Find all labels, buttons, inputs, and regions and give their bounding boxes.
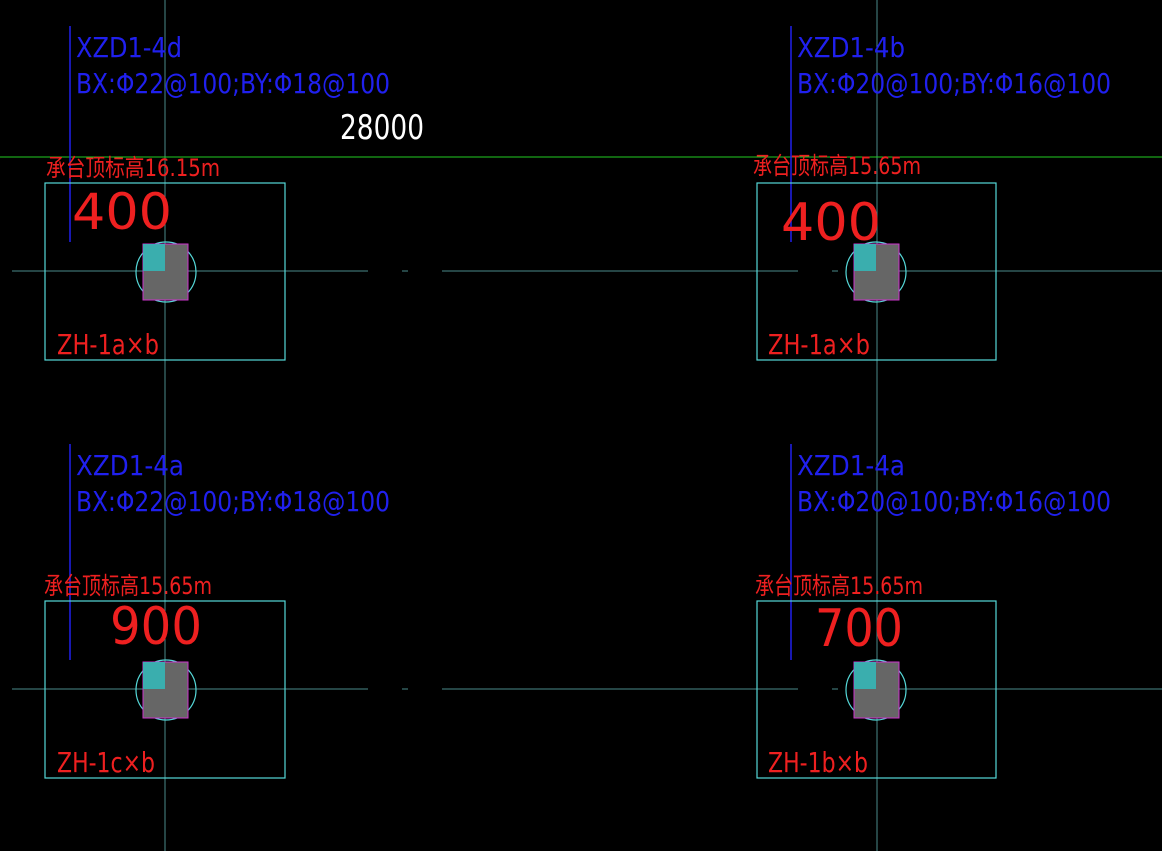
beam-tag: XZD1-4a (797, 449, 905, 482)
pile-tag: ZH-1b×b (768, 746, 868, 779)
cap-elevation-label: 承台顶标高15.65m (755, 572, 923, 600)
pile-circle[interactable] (135, 241, 197, 303)
dimension-label: 400 (781, 193, 881, 253)
pile-tag: ZH-1a×b (57, 328, 159, 361)
foundation-top-right[interactable]: XZD1-4b BX:Φ20@100;BY:Φ16@100 承台顶标高15.65… (753, 31, 1111, 361)
pile-circle[interactable] (845, 659, 907, 721)
foundation-top-left[interactable]: XZD1-4d BX:Φ22@100;BY:Φ18@100 承台顶标高16.15… (44, 31, 390, 361)
reinforcement-label: BX:Φ20@100;BY:Φ16@100 (797, 485, 1111, 518)
cap-elevation-label: 承台顶标高16.15m (46, 154, 220, 182)
reinforcement-label: BX:Φ22@100;BY:Φ18@100 (76, 485, 390, 518)
foundation-bottom-right[interactable]: XZD1-4a BX:Φ20@100;BY:Φ16@100 承台顶标高15.65… (755, 449, 1111, 779)
dimension-label: 400 (72, 183, 172, 241)
pile-cap-outline[interactable] (756, 182, 997, 361)
dimension-label: 700 (815, 599, 903, 659)
beam-tag: XZD1-4b (797, 31, 905, 64)
hatched-zone (143, 244, 165, 271)
pile-tag: ZH-1a×b (768, 328, 870, 361)
beam-tag: XZD1-4d (76, 31, 182, 64)
reinforcement-label: BX:Φ20@100;BY:Φ16@100 (797, 67, 1111, 100)
foundation-bottom-left[interactable]: XZD1-4a BX:Φ22@100;BY:Φ18@100 承台顶标高15.65… (44, 449, 390, 779)
reinforcement-label: BX:Φ22@100;BY:Φ18@100 (76, 67, 390, 100)
hatched-zone (854, 244, 876, 271)
pile-cap-outline[interactable] (756, 600, 997, 779)
cap-elevation-label: 承台顶标高15.65m (753, 152, 921, 180)
hatched-zone (854, 662, 876, 689)
pile-cap-outline[interactable] (44, 182, 286, 361)
pile-circle[interactable] (845, 241, 907, 303)
dimension-label: 900 (110, 597, 202, 657)
pile-circle[interactable] (135, 659, 197, 721)
hatched-zone (143, 662, 165, 689)
beam-tag: XZD1-4a (76, 449, 184, 482)
dimension-text-28000: 28000 (340, 108, 424, 148)
pile-tag: ZH-1c×b (57, 746, 155, 779)
pile-cap-outline[interactable] (44, 600, 286, 779)
cap-elevation-label: 承台顶标高15.65m (44, 572, 212, 600)
